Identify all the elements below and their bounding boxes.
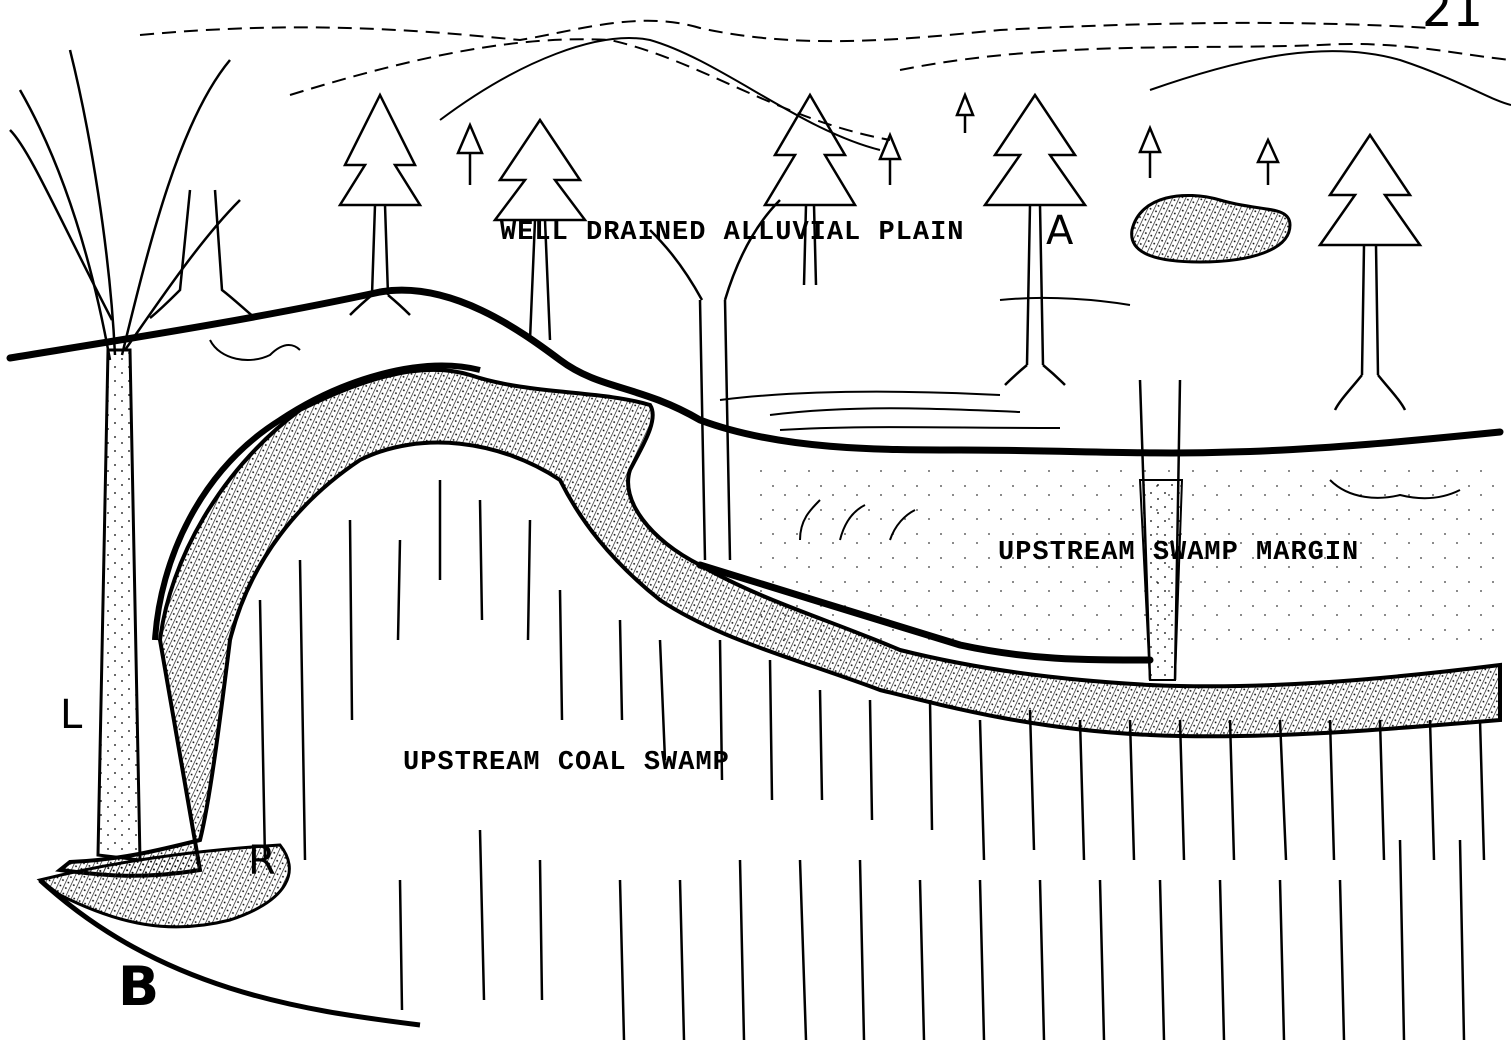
label-well-drained-alluvial-plain: WELL DRAINED ALLUVIAL PLAIN	[500, 218, 964, 248]
mountain-slopes	[440, 38, 1511, 150]
river-channel	[720, 298, 1130, 430]
label-point-b: B	[118, 955, 159, 1018]
label-point-r: R	[248, 838, 276, 884]
label-point-a: A	[1046, 208, 1073, 254]
oxbow-pond	[1132, 195, 1290, 262]
label-point-l: L	[60, 692, 82, 738]
label-upstream-coal-swamp: UPSTREAM COAL SWAMP	[403, 748, 730, 778]
page-number: 21	[1422, 0, 1483, 38]
label-upstream-swamp-margin: UPSTREAM SWAMP MARGIN	[998, 538, 1359, 568]
